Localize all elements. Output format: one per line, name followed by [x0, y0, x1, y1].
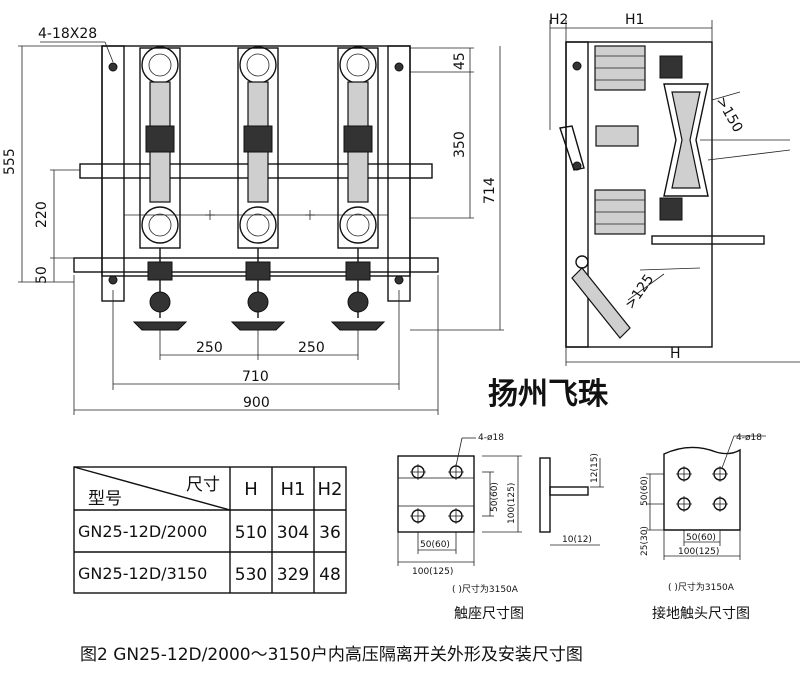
mount-hole-tr [394, 62, 404, 72]
left-plate [101, 45, 125, 302]
bracket [651, 235, 765, 245]
figure-caption: 图2 GN25-12D/2000～3150户内高压隔离开关外形及安装尺寸图 [80, 645, 583, 665]
seat-dim-50-60-h: 50(60) [420, 540, 450, 550]
dim-h: H [670, 346, 681, 362]
dim-350: 350 [452, 131, 468, 158]
ground-dim-50-60-h: 50(60) [686, 533, 716, 543]
pole-1 [132, 46, 188, 331]
blade-body [663, 83, 709, 197]
dim-714: 714 [482, 177, 498, 204]
swing-line-2 [707, 149, 791, 161]
angle-150: >150 [713, 94, 746, 135]
seat-dim-10-12: 10(12) [562, 535, 592, 545]
seat-dim-100-125: 100(125) [507, 483, 517, 524]
col-h1: H1 [281, 479, 306, 500]
dim-250-left: 250 [196, 340, 223, 356]
dim-50: 50 [34, 266, 50, 284]
seat-dim-100-125-h: 100(125) [412, 567, 453, 577]
dim-h1: H1 [625, 12, 644, 28]
row2-h: 530 [235, 565, 267, 585]
ground-arm [571, 267, 631, 339]
dim-250-right: 250 [298, 340, 325, 356]
ground-contact-drawing: 4-ø18 50(60) 25(30) 50(60) 100(125) ( )尺… [640, 433, 766, 622]
side-plate [565, 41, 589, 348]
ground-dim-50-60: 50(60) [640, 476, 650, 506]
ground-dim-100-125: 100(125) [678, 547, 719, 557]
pole-3 [330, 46, 386, 331]
dim-710: 710 [242, 369, 269, 385]
contact-seat-drawing: 4-ø18 50(60) 100(125) 50(60) 100(125) 12… [397, 433, 604, 622]
header-size: 尺寸 [186, 475, 220, 495]
lower-contact [659, 197, 683, 221]
upper-contact [659, 55, 683, 79]
upper-insulator [594, 45, 646, 91]
seat-note: ( )尺寸为3150A [452, 583, 519, 595]
seat-hole-note: 4-ø18 [478, 433, 504, 443]
angle-125: >125 [622, 272, 657, 313]
lower-insulator [594, 189, 646, 235]
front-view: 4-18X28 555 220 50 250 250 710 900 45 35… [2, 26, 504, 415]
middle-insulator [595, 125, 639, 147]
side-view: H2 H1 H >150 >125 [549, 12, 800, 366]
row2-h1: 329 [277, 565, 309, 585]
brand-watermark: 扬州飞珠 [488, 377, 609, 412]
row2-model: GN25-12D/3150 [78, 564, 207, 583]
dim-555: 555 [2, 148, 18, 175]
front-dimensions [18, 41, 504, 415]
row1-h1: 304 [277, 523, 309, 543]
blade-inner [671, 91, 701, 189]
row1-h2: 36 [319, 523, 341, 543]
header-model: 型号 [88, 489, 122, 509]
ground-note: ( )尺寸为3150A [668, 581, 735, 593]
seat-caption: 触座尺寸图 [454, 606, 524, 622]
center-marks [205, 210, 315, 220]
swing-line-3 [639, 267, 701, 271]
header-diagonal [73, 466, 231, 511]
row1-h: 510 [235, 523, 267, 543]
mount-hole-br [394, 275, 404, 285]
hole-note: 4-18X28 [38, 26, 97, 42]
seat-dim-12-15: 12(15) [590, 453, 600, 483]
side-dimensions [549, 20, 800, 366]
dimension-table: 尺寸 型号 H H1 H2 GN25-12D/2000 510 304 36 G… [73, 466, 347, 594]
ground-hole-note: 4-ø18 [736, 433, 762, 443]
dim-220: 220 [34, 201, 50, 228]
row1-model: GN25-12D/2000 [78, 522, 207, 541]
right-plate [387, 45, 411, 302]
ground-pivot [575, 255, 589, 269]
ground-dim-25-30: 25(30) [640, 526, 650, 556]
seat-dim-50-60: 50(60) [490, 482, 500, 512]
mount-hole-tl [108, 62, 118, 72]
dim-45: 45 [452, 52, 468, 70]
mount-hole-bl [108, 275, 118, 285]
pole-2 [230, 46, 286, 331]
lever [559, 125, 585, 171]
col-h: H [244, 479, 258, 500]
ground-caption: 接地触头尺寸图 [652, 605, 750, 622]
row2-h2: 48 [319, 565, 341, 585]
dim-h2: H2 [549, 12, 568, 28]
side-hole-top [572, 61, 582, 71]
dim-900: 900 [243, 395, 270, 411]
col-h2: H2 [318, 479, 343, 500]
